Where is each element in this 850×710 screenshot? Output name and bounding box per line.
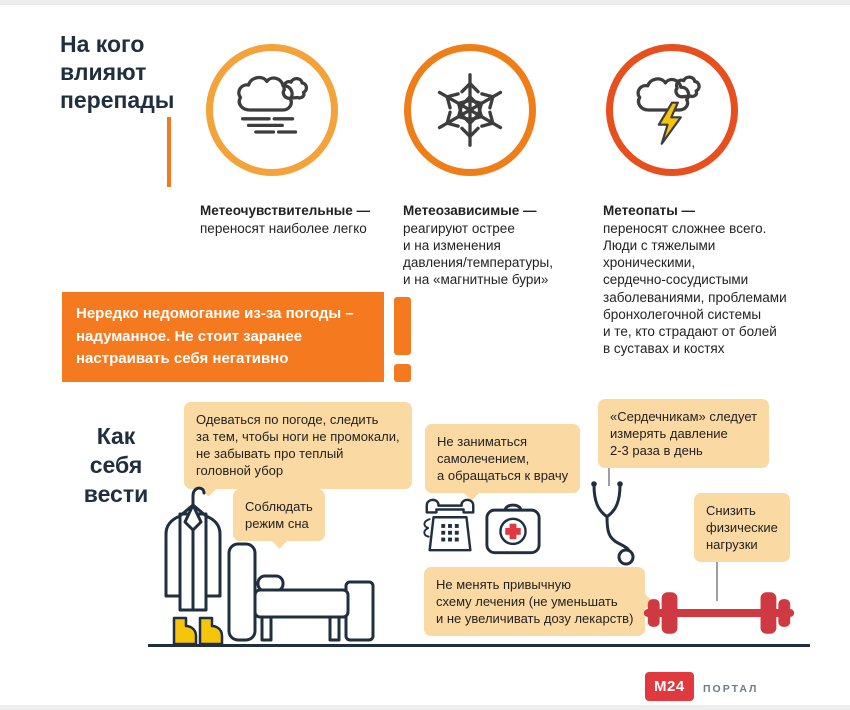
tip-bubble-dress-warm: Одеваться по погоде, следить за тем, что… [184, 402, 412, 489]
tip-bubble-see-doctor: Не заниматься самолечением, а обращаться… [425, 424, 581, 494]
connector-stethoscope [608, 468, 610, 486]
weather-dependent-circle [404, 44, 536, 176]
type-weather-dependent: Метеозависимые — реагируют острее и на и… [403, 203, 608, 289]
tip-bubble-blood-pressure: «Сердечникам» следует измерять давление … [598, 399, 770, 469]
exclamation-mark-icon [394, 297, 411, 355]
coat-illustration [152, 478, 234, 648]
warning-banner: Нередко недомогание из-за погоды – надум… [62, 292, 384, 382]
top-edge-strip [0, 0, 850, 5]
page-title: На кого влияют перепады [60, 31, 175, 114]
tip-bubble-sleep: Соблюдать режим сна [233, 489, 325, 542]
title-accent-line [167, 117, 171, 187]
weather-sensitive-circle [206, 44, 338, 176]
connector-dumbbell [716, 561, 718, 601]
bed-illustration [226, 542, 376, 646]
weather-pathic-circle [606, 44, 738, 176]
ground-line [148, 644, 810, 647]
type-weather-sensitive: Метеочувствительные — переносят наиболее… [200, 203, 405, 237]
phone-illustration [420, 494, 480, 556]
m24-logo: М24 [645, 672, 694, 701]
fog-cloud-icon [237, 75, 309, 134]
type-desc: переносят сложнее всего. Люди с тяжелыми… [603, 221, 787, 356]
first-aid-kit-illustration [484, 500, 542, 557]
dumbbell-icon [643, 592, 795, 634]
stethoscope-illustration [578, 480, 640, 566]
dumbbell-illustration [630, 588, 808, 638]
first-aid-kit-icon [485, 503, 541, 555]
tip-bubble-reduce-exercise: Снизить физические нагрузки [694, 493, 790, 563]
bottom-edge-strip [0, 705, 850, 710]
phone-icon [423, 498, 475, 552]
advice-title: Как себя вести [83, 423, 149, 507]
exclamation-dot-icon [394, 364, 411, 382]
bed-icon [227, 542, 375, 642]
storm-cloud-lightning-icon [636, 75, 701, 145]
portal-label: ПОРТАЛ [703, 683, 759, 695]
coat-icon [164, 486, 224, 646]
type-weather-pathic: Метеопаты — переносят сложнее всего. Люд… [603, 203, 808, 357]
stethoscope-icon [591, 481, 635, 566]
type-title: Метеозависимые — [403, 203, 537, 218]
type-desc: переносят наиболее легко [200, 221, 367, 236]
type-desc: реагируют острее и на изменения давления… [403, 221, 553, 288]
tip-bubble-keep-medication: Не менять привычную схему лечения (не ум… [424, 567, 646, 637]
type-title: Метеочувствительные — [200, 203, 371, 218]
snowflake-icon [433, 73, 507, 147]
type-title: Метеопаты — [603, 203, 695, 218]
